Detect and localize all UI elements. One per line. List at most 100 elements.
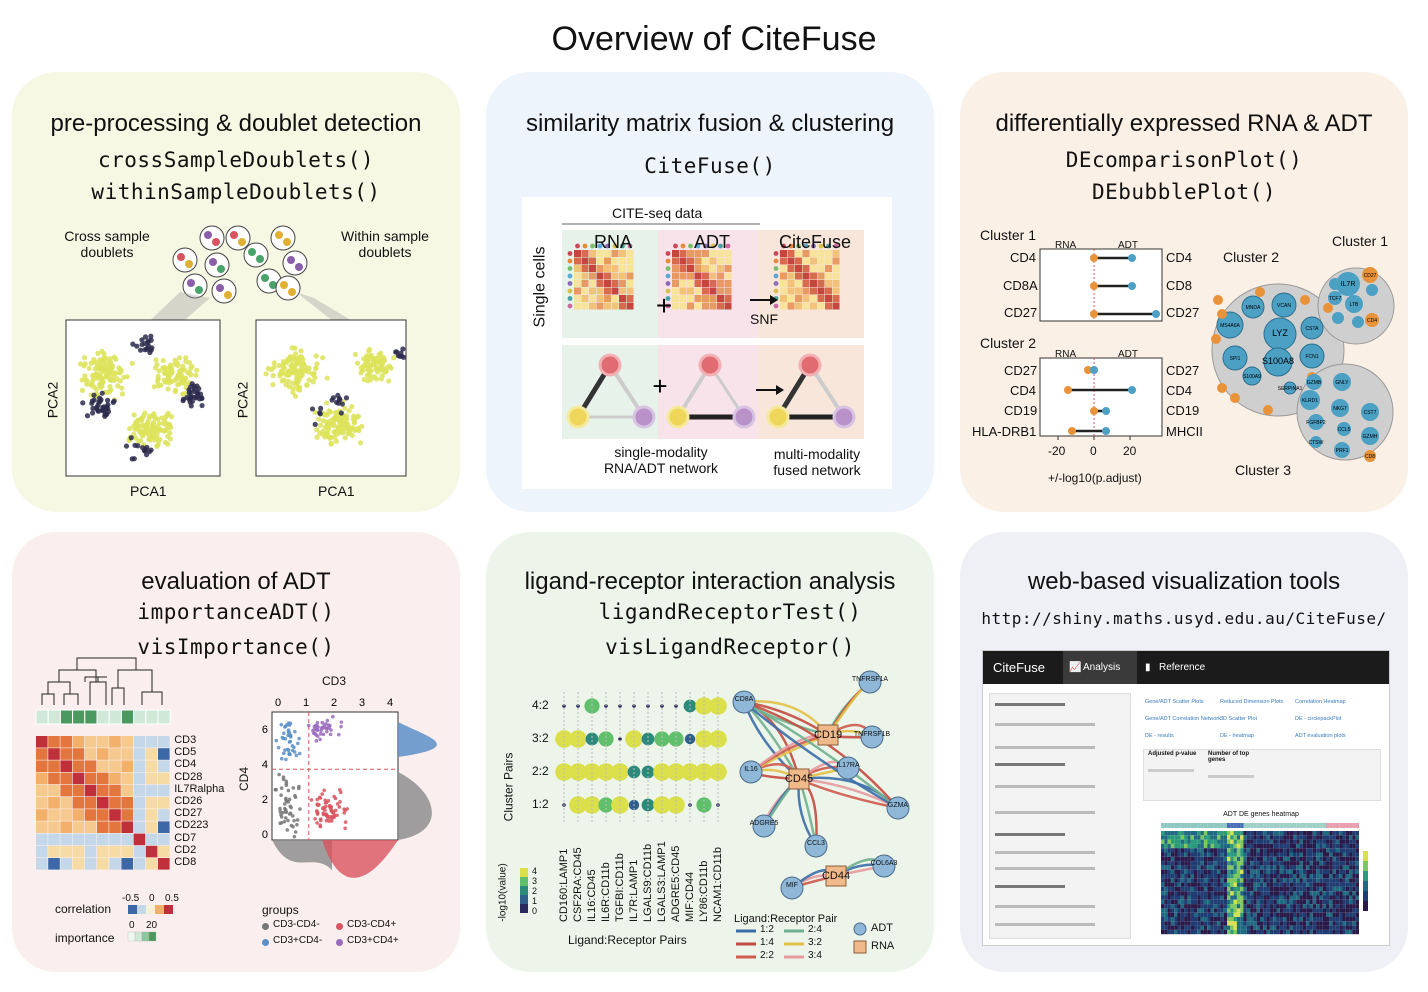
heatmap-cell <box>1312 852 1317 857</box>
sidebar-control[interactable] <box>995 785 1095 788</box>
matrix-cell <box>780 280 787 287</box>
app-tab[interactable]: DE - results <box>1145 733 1174 739</box>
heatmap-cell <box>1200 891 1204 896</box>
heatmap-cell <box>1213 831 1218 836</box>
pair-label: 3:2 <box>808 937 822 948</box>
app-tab[interactable]: 3D Scatter Plot <box>1220 716 1257 722</box>
matrix-cell <box>672 272 679 280</box>
heatmap-cell <box>1200 929 1204 935</box>
heatmap-cell <box>1263 835 1267 840</box>
heatmap-cell <box>1273 865 1277 870</box>
matrix-cell <box>679 280 687 287</box>
sidebar-control[interactable] <box>995 811 1095 814</box>
heatmap-cell <box>1194 865 1198 870</box>
heatmap-cell <box>1296 852 1300 857</box>
shiny-url[interactable]: http://shiny.maths.usyd.edu.au/CiteFuse/ <box>981 609 1387 628</box>
heatmap-cell <box>1279 925 1284 930</box>
heatmap-cell <box>1230 878 1234 883</box>
annotation-cell <box>1223 823 1227 828</box>
heatmap-cell <box>1161 865 1165 870</box>
heatmap-cell <box>1319 886 1323 892</box>
network-node <box>732 690 756 714</box>
heatmap-cell <box>1293 917 1297 922</box>
genes-slider[interactable] <box>1208 775 1254 778</box>
app-tab[interactable]: DE - circlepackPlot <box>1295 716 1342 722</box>
heatmap-cell <box>1170 929 1175 935</box>
matrix-cell <box>574 295 581 302</box>
sidebar-control[interactable] <box>995 763 1065 766</box>
correlation-cell <box>97 821 109 833</box>
heatmap-cell <box>1223 852 1227 857</box>
app-tab[interactable]: ADT evaluation plots <box>1295 733 1346 739</box>
heatmap-cell <box>1236 904 1241 909</box>
sidebar-control[interactable] <box>995 746 1095 749</box>
matrix-cell <box>589 302 596 310</box>
heatmap-cell <box>1276 848 1280 853</box>
heatmap-cell <box>1266 912 1270 917</box>
app-tab[interactable]: Gene/ADT Correlation Network <box>1145 716 1222 722</box>
heatmap-cell <box>1339 921 1343 926</box>
correlation-cell <box>121 845 133 858</box>
cell-point <box>265 365 272 372</box>
gene-bubble <box>1332 312 1344 324</box>
heatmap-cell <box>1213 891 1218 896</box>
heatmap-cell <box>1335 869 1340 874</box>
sidebar-control[interactable] <box>995 885 1065 888</box>
app-tab[interactable]: Reduced Dimension Plots <box>1220 699 1284 705</box>
gene-label: FGFBP2 <box>1306 420 1326 426</box>
matrix-cell <box>724 287 732 295</box>
heatmap-cell <box>1210 848 1214 853</box>
heatmap-cell <box>1296 921 1300 926</box>
heatmap-cell <box>1250 843 1254 849</box>
heatmap-cell <box>1306 878 1310 883</box>
legend-tick: 0.5 <box>165 893 179 904</box>
sidebar-control[interactable] <box>995 923 1095 926</box>
heatmap-cell <box>1233 874 1237 879</box>
heatmap-cell <box>1260 929 1264 935</box>
sidebar-control[interactable] <box>995 851 1095 854</box>
sidebar-control[interactable] <box>995 905 1095 908</box>
heatmap-cell <box>1246 856 1251 862</box>
cell-point <box>161 377 167 383</box>
app-tab[interactable]: Correlation Heatmap <box>1295 699 1346 705</box>
heatmap-cell <box>1210 869 1214 874</box>
pvalue-slider[interactable] <box>1148 769 1194 772</box>
heatmap-cell <box>1326 904 1330 909</box>
matrix-cell <box>817 287 825 295</box>
heatmap-cell <box>1326 839 1330 844</box>
nav-analysis[interactable] <box>1063 651 1137 684</box>
heatmap-cell <box>1319 895 1323 900</box>
heatmap-cell <box>1289 878 1293 883</box>
lr-dot <box>641 732 655 746</box>
app-tab[interactable]: Gene/ADT Scatter Plots <box>1145 699 1204 705</box>
heatmap-cell <box>1355 835 1359 840</box>
sidebar-control[interactable] <box>995 867 1095 870</box>
annotation-cell <box>1273 823 1277 828</box>
heatmap-cell <box>1319 839 1323 844</box>
heatmap-cell <box>1293 899 1297 905</box>
heatmap-cell <box>1197 886 1201 892</box>
sidebar-control[interactable] <box>995 703 1065 706</box>
cell-dot <box>665 273 671 279</box>
cell-point <box>167 378 173 384</box>
legend-swatch <box>520 868 528 877</box>
cell-point <box>315 821 319 825</box>
cell-point <box>315 812 320 816</box>
app-tab[interactable]: DE - heatmap <box>1220 733 1254 739</box>
heatmap-cell <box>1283 882 1287 887</box>
heatmap-cell <box>1316 878 1320 883</box>
heatmap-cell <box>1329 895 1333 900</box>
heatmap-cell <box>1167 852 1171 857</box>
sidebar-control[interactable] <box>995 723 1095 726</box>
nav-reference[interactable]: Reference <box>1159 662 1206 673</box>
group-label: CD3+CD4+ <box>347 935 399 946</box>
importance-cell <box>108 709 122 725</box>
panel-heading: web-based visualization tools <box>1027 568 1341 595</box>
sidebar-control[interactable] <box>995 833 1065 836</box>
cell-point <box>279 815 284 819</box>
heatmap-cell <box>1273 848 1277 853</box>
cell-point <box>186 369 192 376</box>
function-name: visLigandReceptor() <box>605 635 855 659</box>
cell-dot <box>773 258 779 264</box>
cell-point <box>172 388 178 395</box>
